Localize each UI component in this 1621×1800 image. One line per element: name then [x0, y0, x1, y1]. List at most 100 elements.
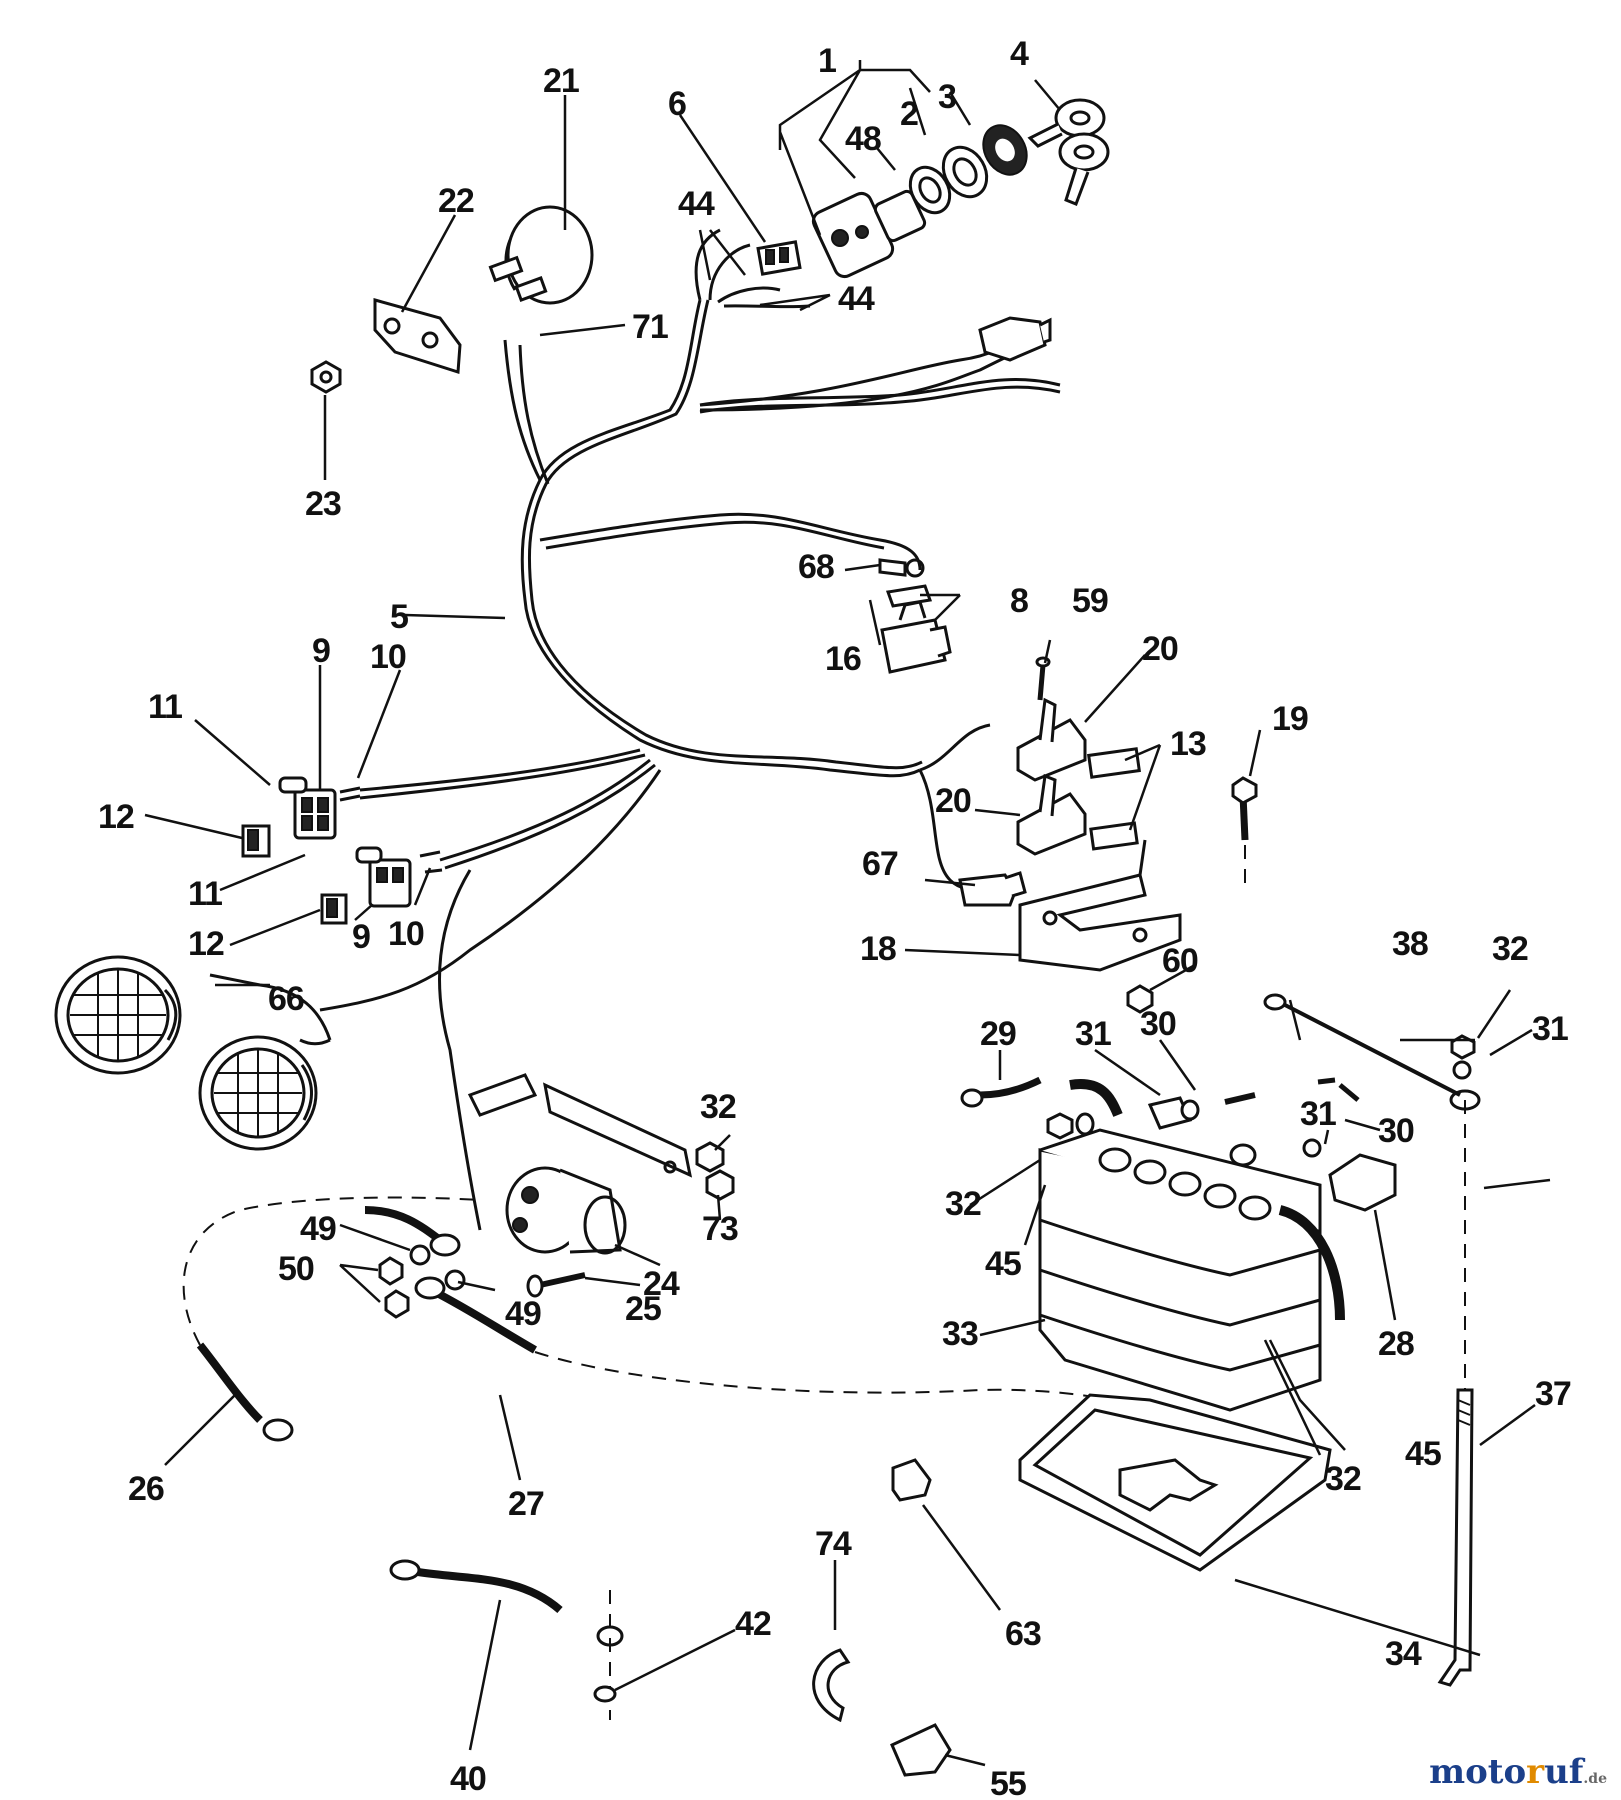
callout-13: 13 — [1170, 725, 1206, 763]
connector-67 — [958, 871, 1027, 907]
callout-12-upper: 12 — [98, 798, 134, 836]
relay-20-lower — [1016, 773, 1139, 856]
callout-23: 23 — [305, 485, 341, 523]
callout-26: 26 — [128, 1470, 164, 1508]
gauge-21 — [488, 205, 594, 305]
callout-42: 42 — [735, 1605, 771, 1643]
headlight-left — [54, 955, 182, 1075]
switch-8 — [880, 600, 952, 674]
callout-49-left: 49 — [300, 1210, 336, 1248]
callout-18: 18 — [860, 930, 896, 968]
callout-2: 2 — [900, 95, 918, 133]
callout-50: 50 — [278, 1250, 314, 1288]
callout-30-upper: 30 — [1140, 1005, 1176, 1043]
bracket-22 — [373, 298, 462, 375]
callout-8: 8 — [1010, 582, 1028, 620]
nut-60 — [1126, 984, 1154, 1014]
nuts-32-73 — [695, 1141, 735, 1201]
washers-49-50 — [378, 1244, 466, 1319]
routing-line-lower — [534, 1351, 1151, 1411]
callout-numbers: 1 2 3 4 5 6 8 9 9 10 10 11 11 12 12 13 1… — [98, 35, 1572, 1800]
terminal-68 — [878, 558, 925, 578]
callout-73: 73 — [702, 1210, 738, 1248]
callout-28: 28 — [1378, 1325, 1414, 1363]
callout-59: 59 — [1072, 582, 1108, 620]
callout-32-battery-left: 32 — [945, 1185, 981, 1223]
routing-line-left — [182, 1196, 481, 1346]
callout-6: 6 — [668, 85, 686, 123]
callout-20-upper: 20 — [1142, 630, 1178, 668]
callout-9-upper: 9 — [312, 632, 330, 670]
callout-31-mid: 31 — [1300, 1095, 1336, 1133]
relay-20-upper — [1016, 697, 1141, 782]
hold-down-rod-38 — [1263, 993, 1481, 1400]
callout-16: 16 — [825, 640, 861, 678]
callout-25: 25 — [625, 1290, 661, 1328]
battery-cable-29 — [960, 1076, 1123, 1117]
callout-10-upper: 10 — [370, 638, 406, 676]
callout-60: 60 — [1162, 942, 1198, 980]
fuse-holder-lower — [320, 846, 443, 925]
watermark-part-2: r — [1526, 1752, 1545, 1792]
battery-33 — [1038, 1128, 1345, 1412]
terminal-hardware — [1046, 1077, 1360, 1167]
watermark-logo: motoruf.de — [1429, 1752, 1607, 1792]
bolt-25 — [526, 1272, 586, 1298]
callout-29: 29 — [980, 1015, 1016, 1053]
wire-harness-5 — [319, 228, 1061, 1231]
callout-40: 40 — [450, 1760, 486, 1798]
callout-30-lower: 30 — [1378, 1112, 1414, 1150]
callout-19: 19 — [1272, 700, 1308, 738]
callout-3: 3 — [938, 78, 956, 116]
bracket-18 — [1018, 839, 1182, 972]
watermark-suffix: .de — [1583, 1771, 1607, 1787]
callout-20-lower: 20 — [935, 782, 971, 820]
ignition-keys — [1027, 98, 1110, 206]
solenoid-bracket — [467, 1073, 693, 1178]
ignition-switch-assembly — [811, 124, 1028, 279]
callout-34: 34 — [1385, 1635, 1422, 1673]
callout-66: 66 — [268, 980, 304, 1018]
callout-11-lower: 11 — [188, 875, 222, 913]
callout-37: 37 — [1535, 1375, 1571, 1413]
nut-23 — [310, 360, 342, 394]
cable-26 — [196, 1342, 294, 1442]
callout-63: 63 — [1005, 1615, 1041, 1653]
callout-74: 74 — [815, 1525, 852, 1563]
callout-27: 27 — [508, 1485, 544, 1523]
callout-4: 4 — [1010, 35, 1029, 73]
watermark-part-1: moto — [1429, 1752, 1527, 1792]
callout-24: 24 — [643, 1265, 680, 1303]
callout-45-left: 45 — [985, 1245, 1021, 1283]
clamp-55 — [890, 1723, 952, 1777]
hold-down-bolt-37 — [1437, 1388, 1474, 1687]
screw-59 — [1035, 656, 1051, 701]
callout-44-lower: 44 — [838, 280, 875, 318]
callout-31-right: 31 — [1532, 1010, 1568, 1048]
ground-cable-40 — [389, 1559, 624, 1720]
cable-27 — [414, 1276, 537, 1354]
callout-12-lower: 12 — [188, 925, 224, 963]
clip-74 — [812, 1648, 851, 1723]
watermark-part-3: uf — [1544, 1752, 1584, 1792]
headlight-right — [198, 1035, 318, 1151]
callout-48: 48 — [845, 120, 881, 158]
callout-5: 5 — [390, 598, 408, 636]
callout-31-left: 31 — [1075, 1015, 1111, 1053]
callout-44-upper: 44 — [678, 185, 715, 223]
callout-38: 38 — [1392, 925, 1428, 963]
callout-32-solenoid: 32 — [700, 1088, 736, 1126]
callout-67: 67 — [862, 845, 898, 883]
callout-9-lower: 9 — [352, 918, 370, 956]
upper-right-switch — [978, 316, 1052, 362]
callout-55: 55 — [990, 1765, 1026, 1800]
callout-22: 22 — [438, 182, 474, 220]
leader-lines — [144, 60, 1551, 1767]
callout-68: 68 — [798, 548, 834, 586]
callout-45-right: 45 — [1405, 1435, 1441, 1473]
callout-33: 33 — [942, 1315, 978, 1353]
bolt-19 — [1231, 776, 1258, 890]
callout-21: 21 — [543, 62, 579, 100]
clip-63 — [891, 1458, 932, 1502]
